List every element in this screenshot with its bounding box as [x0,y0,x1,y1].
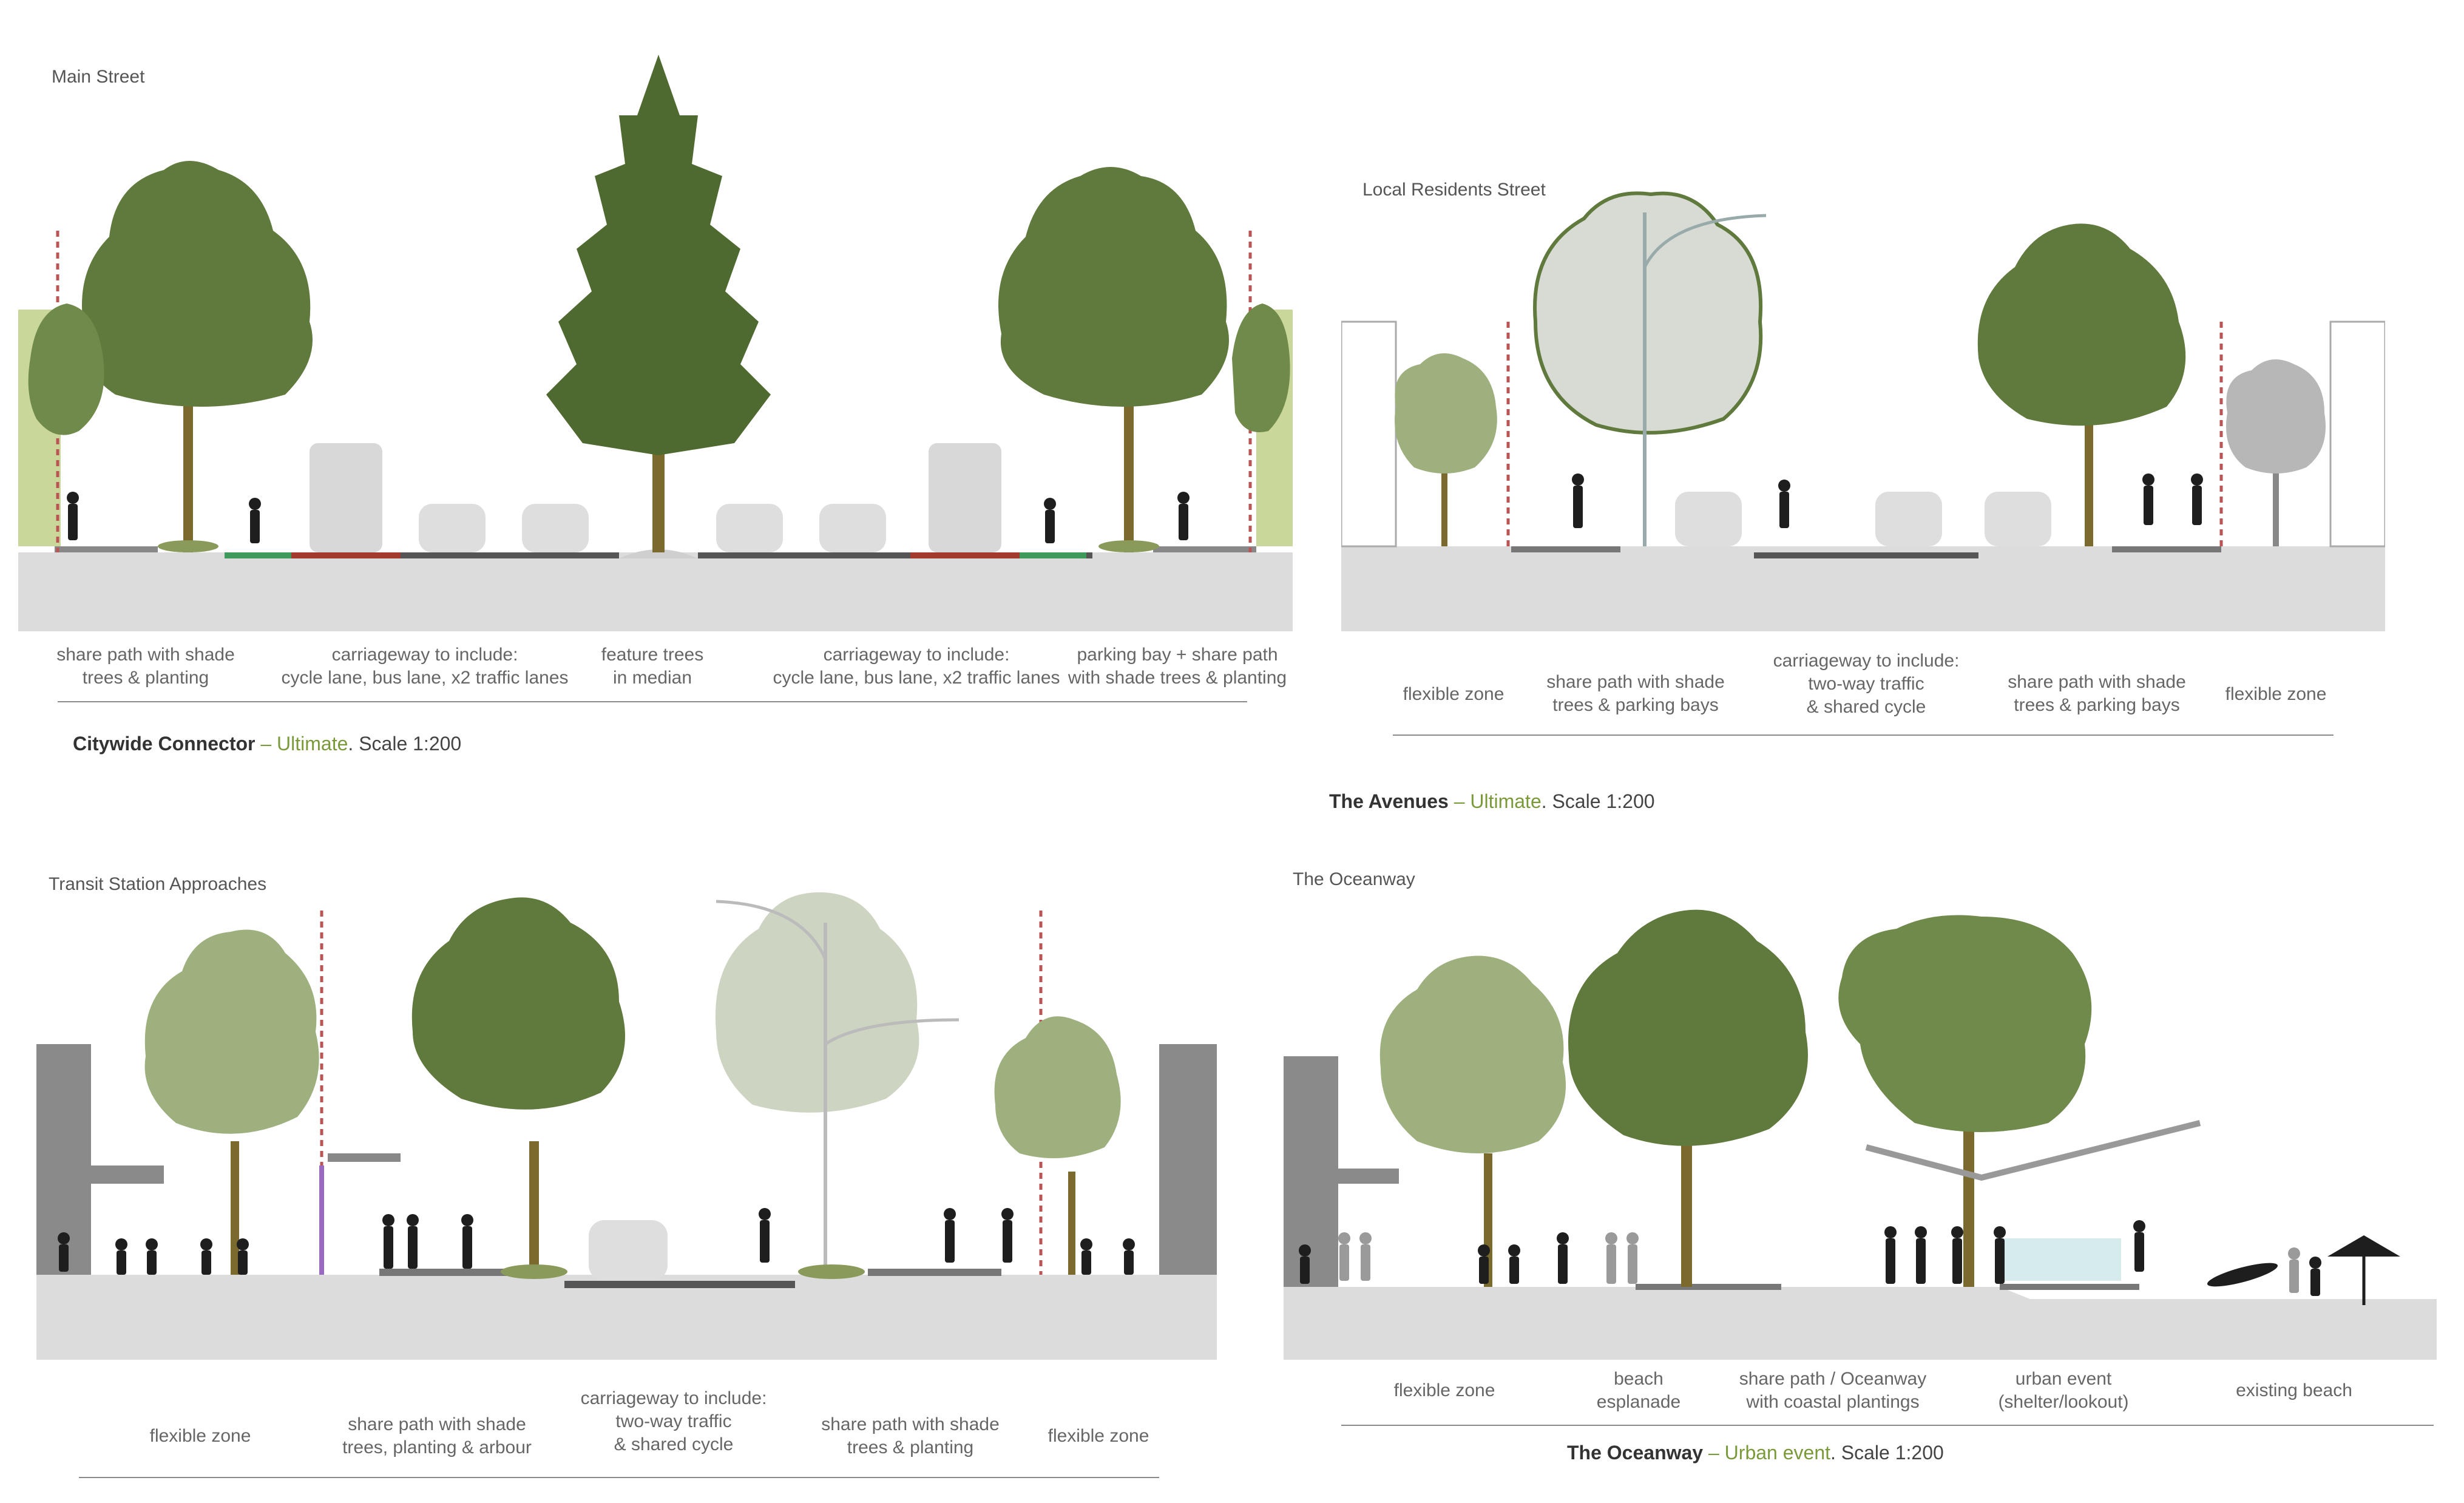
zone-label: flexible zone [1393,1380,1495,1400]
caption-name: Citywide Connector [73,733,256,755]
zone-label: existing beach [2236,1380,2352,1400]
dimension-line [1393,735,2334,736]
caption-scale: . Scale 1:200 [348,733,462,755]
caption-scale: . Scale 1:200 [1541,790,1655,812]
zone-label: carriageway to include: cycle lane, bus … [773,645,1060,688]
panel-title: The Oceanway [1293,869,1415,889]
zone-label: share path with shade trees & parking ba… [2008,672,2186,715]
caption-stage: Ultimate [1470,790,1542,812]
zone-label: carriageway to include: two-way traffic … [580,1388,767,1454]
oceanway-section-drawing [1284,909,2437,1360]
dimension-line [58,701,1247,702]
section-caption: The Oceanway – Urban event. Scale 1:200 [1567,1442,1944,1464]
caption-sep: – [1703,1442,1725,1464]
caption-stage: Ultimate [277,733,348,755]
panel-title: Local Residents Street [1362,180,1546,200]
main-street-panel: Main Street [18,18,1293,631]
transit-station-panel: Transit Station Approaches [36,801,1217,1360]
zone-label: flexible zone [1048,1426,1149,1446]
section-caption: The Avenues – Ultimate. Scale 1:200 [1329,790,1655,813]
zone-label: flexible zone [1403,684,1504,704]
zone-label: beach esplanade [1596,1369,1681,1412]
panel-title: Transit Station Approaches [49,874,267,894]
panel-title: Main Street [52,67,145,87]
zone-label: carriageway to include: cycle lane, bus … [281,645,569,688]
local-residents-section-drawing [1341,191,2385,631]
dimension-line [1341,1425,2434,1426]
oceanway-panel: The Oceanway [1284,838,2446,1360]
zone-label: share path / Oceanway with coastal plant… [1739,1369,1927,1412]
zone-label: feature trees in median [601,645,704,688]
caption-stage: Urban event [1724,1442,1830,1464]
zone-label: share path with shade trees & planting [821,1414,1000,1457]
section-caption: Citywide Connector – Ultimate. Scale 1:2… [73,733,461,755]
dimension-line [79,1477,1159,1478]
caption-sep: – [255,733,277,755]
zone-label: carriageway to include: two-way traffic … [1773,651,1960,717]
zone-label: share path with shade trees, planting & … [342,1414,532,1457]
zone-label: flexible zone [149,1426,251,1446]
local-residents-panel: Local Residents Street [1341,127,2385,631]
caption-name: The Avenues [1329,790,1449,812]
main-street-section-drawing [18,55,1293,631]
caption-sep: – [1448,790,1471,812]
caption-scale: . Scale 1:200 [1830,1442,1944,1464]
zone-label: share path with shade trees & parking ba… [1546,672,1725,715]
zone-label: urban event (shelter/lookout) [1998,1369,2129,1412]
zone-label: parking bay + share path with shade tree… [1068,645,1287,688]
zone-label: flexible zone [2225,684,2327,704]
caption-name: The Oceanway [1567,1442,1704,1464]
zone-label: share path with shade trees & planting [56,645,235,688]
transit-station-section-drawing [36,892,1217,1360]
